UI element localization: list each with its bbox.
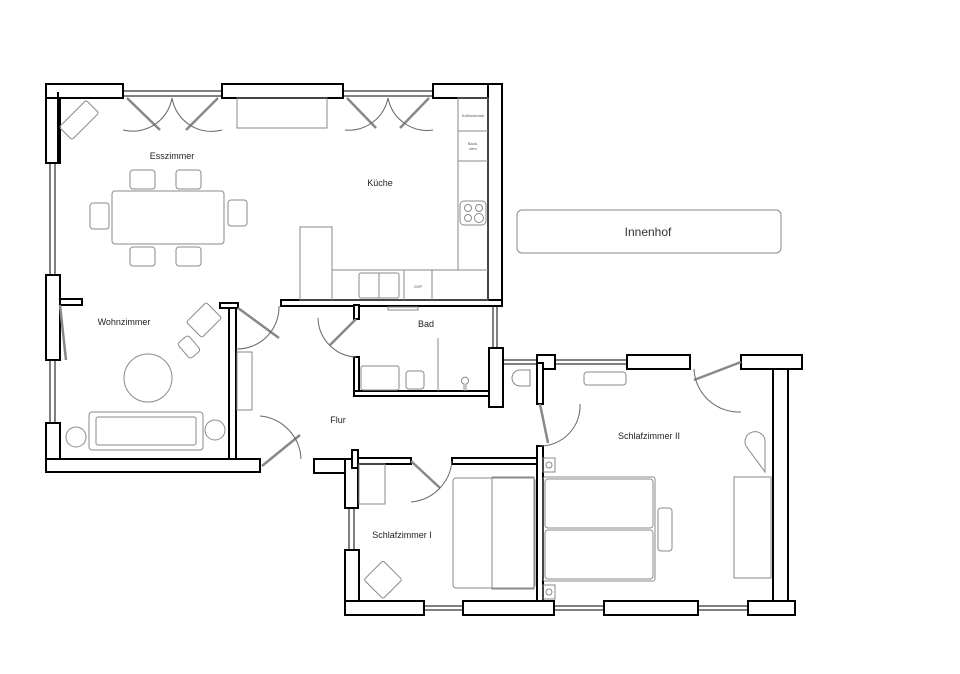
kitchen-row-bottom — [331, 269, 489, 301]
oven — [457, 130, 489, 162]
dishwasher — [403, 269, 433, 301]
room-label-schlafzimmer-1: Schlafzimmer I — [372, 530, 432, 540]
doors — [58, 97, 742, 503]
chair — [89, 202, 110, 230]
room-label-kueche: Küche — [367, 178, 393, 188]
shelf — [583, 371, 627, 386]
toilet-icon — [461, 376, 469, 391]
bed-double — [542, 476, 656, 582]
nightstand — [542, 584, 556, 600]
chair — [744, 431, 766, 474]
dining-table — [111, 190, 225, 245]
kitchen-row-right — [457, 97, 489, 271]
oven-label-1: Back- — [468, 141, 479, 146]
chair — [129, 246, 156, 267]
stove-icon — [459, 200, 487, 226]
wardrobe — [358, 463, 386, 505]
bathtub — [360, 365, 400, 391]
bed-single — [452, 477, 536, 589]
wardrobe-hall — [236, 351, 253, 411]
room-label-flur: Flur — [330, 415, 346, 425]
washbasin — [405, 370, 425, 390]
toilet-icon — [511, 369, 531, 387]
room-label-bad: Bad — [418, 319, 434, 329]
chair — [175, 246, 202, 267]
lamp — [65, 426, 87, 448]
lamp — [204, 419, 226, 441]
oven-label-2: ofen — [469, 146, 477, 151]
chair — [175, 169, 202, 190]
dishwasher-label: GSP — [414, 284, 423, 289]
kitchen-island — [299, 226, 333, 301]
furniture — [59, 97, 782, 600]
fridge-label: Kühlschrank — [462, 113, 484, 118]
room-label-esszimmer: Esszimmer — [150, 151, 195, 161]
coffee-table — [123, 353, 173, 403]
walls — [45, 83, 803, 616]
room-label-wohnzimmer: Wohnzimmer — [98, 317, 151, 327]
chair — [129, 169, 156, 190]
wardrobe — [733, 476, 772, 579]
room-label-schlafzimmer-2: Schlafzimmer II — [618, 431, 680, 441]
stool — [177, 335, 201, 359]
armchair — [186, 302, 222, 338]
nightstand — [542, 457, 556, 473]
kitchen-counter-top — [236, 97, 328, 129]
armchair — [364, 560, 402, 599]
sofa — [88, 411, 204, 451]
room-label-innenhof: Innenhof — [625, 225, 672, 239]
bench — [657, 507, 673, 552]
innenhof-box — [516, 209, 782, 254]
chair — [227, 199, 248, 227]
labels: Esszimmer Küche Wohnzimmer Bad Flur Schl… — [98, 113, 680, 540]
sideboard — [59, 100, 99, 140]
